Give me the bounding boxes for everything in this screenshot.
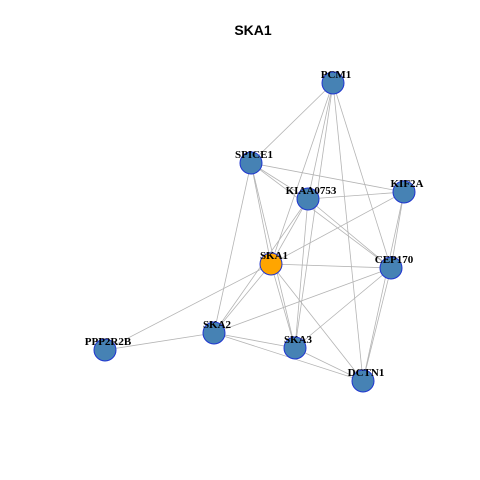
node-pcm1[interactable]	[321, 71, 345, 95]
edge-cep170-ska3	[294, 267, 392, 349]
edge-pcm1-ska1	[270, 82, 334, 265]
node-ska3[interactable]	[283, 336, 307, 360]
edge-kiaa0753-ska3	[294, 198, 309, 349]
edge-ska1-dctn1	[270, 263, 364, 382]
node-label-kiaa0753: KIAA0753	[286, 185, 337, 197]
node-label-dctn1: DCTN1	[348, 367, 385, 379]
edge-spice1-cep170	[250, 162, 392, 269]
node-kiaa0753[interactable]	[296, 187, 320, 211]
edge-ska2-ska3	[213, 332, 296, 349]
node-spice1[interactable]	[239, 151, 263, 175]
node-ska2[interactable]	[202, 321, 226, 345]
edge-pcm1-ska3	[294, 82, 334, 349]
edge-spice1-kif2a	[250, 162, 405, 193]
node-ppp2r2b[interactable]	[93, 338, 117, 362]
edge-spice1-ska1	[250, 162, 272, 265]
edge-ska1-ska3	[270, 263, 296, 349]
edge-ska1-ppp2r2b	[104, 263, 272, 351]
node-label-ska1: SKA1	[260, 250, 288, 262]
edge-kif2a-dctn1	[362, 191, 405, 382]
edge-kif2a-cep170	[390, 191, 405, 269]
edge-kiaa0753-ska1	[270, 198, 309, 265]
node-kif2a[interactable]	[392, 180, 416, 204]
edge-kiaa0753-cep170	[307, 198, 392, 269]
edge-kif2a-kiaa0753	[307, 191, 405, 200]
node-label-pcm1: PCM1	[321, 69, 352, 81]
edge-ppp2r2b-ska2	[104, 332, 215, 351]
node-ska1[interactable]	[259, 252, 283, 276]
edge-pcm1-kiaa0753	[307, 82, 334, 200]
edge-ska1-cep170	[270, 263, 392, 269]
node-cep170[interactable]	[379, 256, 403, 280]
node-label-ppp2r2b: PPP2R2B	[85, 336, 132, 348]
node-label-kif2a: KIF2A	[391, 178, 424, 190]
node-dctn1[interactable]	[351, 369, 375, 393]
node-label-ska3: SKA3	[284, 334, 313, 346]
edge-cep170-ska2	[213, 267, 392, 334]
graph-title: SKA1	[234, 22, 272, 38]
edge-kif2a-ska1	[270, 191, 405, 265]
edge-ska3-dctn1	[294, 347, 364, 382]
edge-pcm1-spice1	[250, 82, 334, 164]
node-label-spice1: SPICE1	[235, 149, 273, 161]
node-label-ska2: SKA2	[203, 319, 232, 331]
node-label-cep170: CEP170	[375, 254, 414, 266]
node-layer	[93, 71, 416, 393]
edge-pcm1-cep170	[332, 82, 392, 269]
edge-ska1-ska2	[213, 263, 272, 334]
edge-spice1-ska2	[213, 162, 252, 334]
edge-cep170-dctn1	[362, 267, 392, 382]
